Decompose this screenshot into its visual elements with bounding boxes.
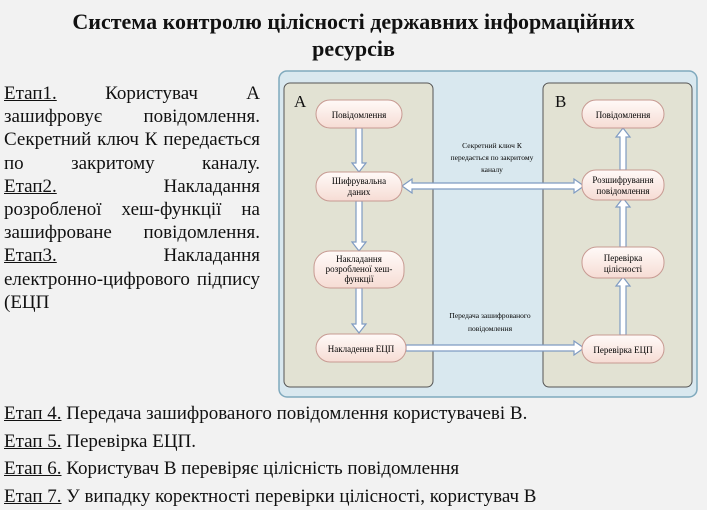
node-b-verify: Перевірка ЕЦП (582, 335, 664, 363)
node-a-message: Повідомлення (316, 100, 402, 128)
svg-text:повідомлення: повідомлення (468, 324, 513, 333)
svg-text:Розшифрування: Розшифрування (592, 175, 653, 185)
svg-text:даних: даних (348, 187, 371, 197)
svg-text:повідомлення: повідомлення (597, 186, 650, 196)
step-1-label: Етап1. (4, 83, 57, 104)
svg-text:Перевірка: Перевірка (604, 253, 642, 263)
svg-text:Накладення ЕЦП: Накладення ЕЦП (328, 344, 395, 354)
node-a-sign: Накладення ЕЦП (316, 334, 406, 362)
step-7-text: У випадку коректності перевірки ціліснос… (62, 486, 537, 507)
steps-left: Етап1. Користувач А зашифровує повідомле… (4, 82, 260, 314)
svg-text:Накладання: Накладання (336, 254, 382, 264)
step-5: Етап 5. Перевірка ЕЦП. (4, 428, 704, 456)
integrity-diagram: А В Повідомлення Шифрувальна даних Накла… (278, 70, 698, 398)
steps-bottom: Етап 4. Передача зашифрованого повідомле… (4, 400, 704, 510)
svg-text:передається по закритому: передається по закритому (451, 153, 534, 162)
svg-text:розробленої хеш-: розробленої хеш- (326, 264, 393, 274)
svg-text:Передача зашифрованого: Передача зашифрованого (449, 311, 530, 320)
svg-text:Шифрувальна: Шифрувальна (332, 176, 386, 186)
step-1: Етап1. Користувач А зашифровує повідомле… (4, 82, 260, 175)
step-2-label: Етап2. (4, 176, 57, 197)
step-3-label: Етап3. (4, 245, 57, 266)
step-4: Етап 4. Передача зашифрованого повідомле… (4, 400, 704, 428)
node-b-check: Перевірка цілісності (582, 247, 664, 278)
svg-text:Секретний ключ К: Секретний ключ К (462, 141, 523, 150)
step-4-text: Передача зашифрованого повідомлення кори… (62, 403, 528, 424)
svg-text:функції: функції (344, 274, 374, 284)
step-6-text: Користувач В перевіряє цілісність повідо… (62, 458, 460, 479)
svg-text:Повідомлення: Повідомлення (332, 110, 387, 120)
svg-text:Перевірка ЕЦП: Перевірка ЕЦП (593, 345, 653, 355)
svg-text:цілісності: цілісності (604, 264, 643, 274)
step-2: Етап2. Накладання розробленої хеш-функці… (4, 175, 260, 245)
step-5-text: Перевірка ЕЦП. (62, 431, 197, 452)
title-line-2: ресурсів (0, 35, 707, 62)
step-4-label: Етап 4. (4, 403, 62, 424)
svg-text:Повідомлення: Повідомлення (596, 110, 651, 120)
step-6-label: Етап 6. (4, 458, 62, 479)
step-5-label: Етап 5. (4, 431, 62, 452)
step-7-label: Етап 7. (4, 486, 62, 507)
title-line-1: Система контролю цілісності державних ін… (0, 8, 707, 35)
node-b-decrypt: Розшифрування повідомлення (582, 170, 664, 200)
page-title: Система контролю цілісності державних ін… (0, 8, 707, 62)
svg-text:каналу: каналу (481, 165, 503, 174)
node-a-hash: Накладання розробленої хеш- функції (314, 251, 404, 288)
panel-a-label: А (294, 92, 307, 111)
node-b-message: Повідомлення (582, 100, 664, 128)
step-6: Етап 6. Користувач В перевіряє цілісніст… (4, 455, 704, 483)
node-a-encryption: Шифрувальна даних (316, 172, 402, 201)
step-3: Етап3. Накладання електронно-цифрового п… (4, 244, 260, 314)
panel-b-label: В (555, 92, 566, 111)
